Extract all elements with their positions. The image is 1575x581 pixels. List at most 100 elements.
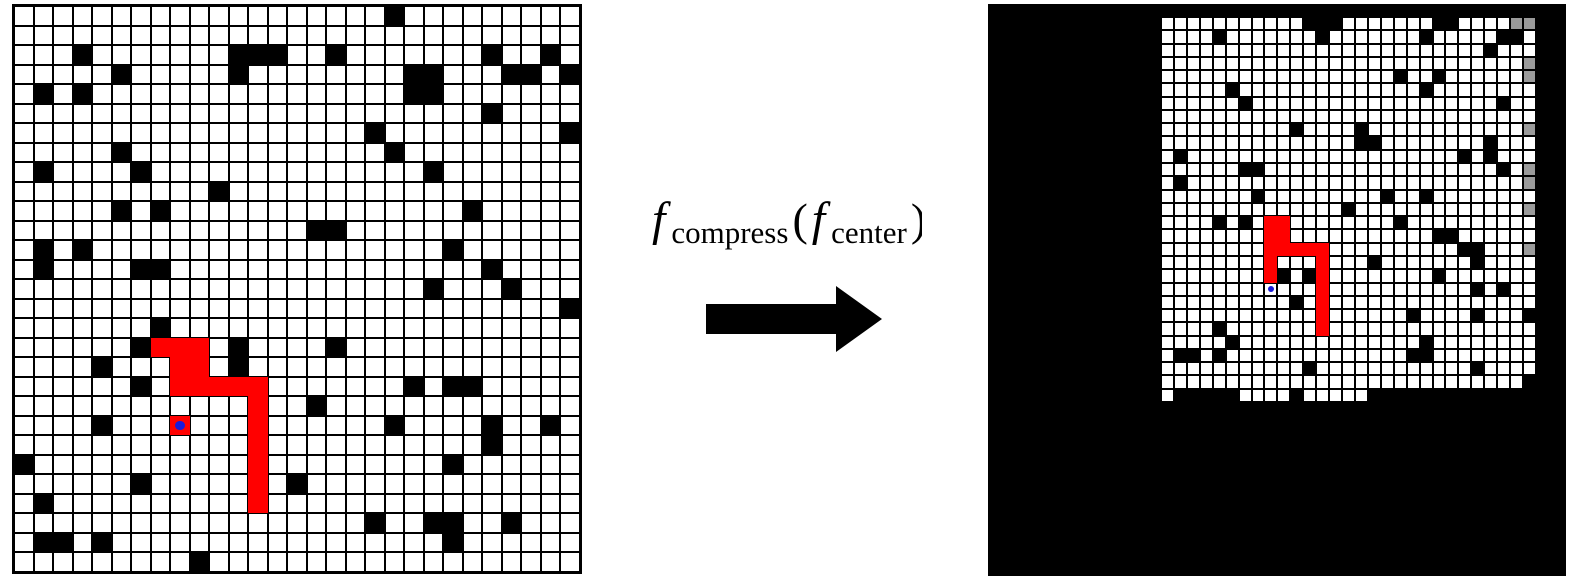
original-free-cell xyxy=(501,45,522,65)
compressed-free-cell xyxy=(1497,136,1511,150)
original-free-cell xyxy=(423,318,444,338)
original-free-cell xyxy=(287,513,307,533)
compressed-edge-cell xyxy=(1510,17,1524,31)
compressed-free-cell xyxy=(1199,348,1213,363)
compressed-free-cell xyxy=(1329,375,1343,389)
original-free-cell xyxy=(131,64,151,85)
original-free-cell xyxy=(287,376,307,397)
original-free-cell xyxy=(267,337,288,358)
compressed-free-cell xyxy=(1264,109,1278,124)
compressed-free-cell xyxy=(1342,70,1355,84)
compressed-free-cell xyxy=(1471,269,1485,283)
compressed-free-cell xyxy=(1161,348,1174,363)
compressed-free-cell xyxy=(1354,17,1368,31)
original-free-cell xyxy=(423,220,444,241)
compressed-edge-cell xyxy=(1523,123,1536,137)
original-free-cell xyxy=(287,6,307,26)
compressed-free-cell xyxy=(1354,70,1368,84)
original-obstacle-cell xyxy=(92,415,112,436)
compressed-free-cell xyxy=(1445,202,1459,217)
compressed-free-cell xyxy=(1329,388,1343,402)
original-obstacle-cell xyxy=(423,513,444,533)
compressed-free-cell xyxy=(1510,375,1524,389)
original-free-cell xyxy=(33,337,54,358)
compressed-free-cell xyxy=(1419,176,1433,190)
compressed-free-cell xyxy=(1354,335,1368,349)
compressed-free-cell xyxy=(1419,269,1433,283)
compressed-free-cell xyxy=(1458,189,1472,203)
original-free-cell xyxy=(462,240,483,260)
original-free-cell xyxy=(306,318,327,338)
original-free-cell xyxy=(111,25,132,46)
original-free-cell xyxy=(365,454,385,475)
original-free-cell xyxy=(521,142,541,163)
compressed-free-cell xyxy=(1342,335,1355,349)
compressed-edge-cell xyxy=(1523,56,1536,71)
compressed-free-cell xyxy=(1432,30,1446,44)
compressed-free-cell xyxy=(1419,163,1433,177)
original-free-cell xyxy=(482,64,502,85)
compressed-free-cell xyxy=(1225,375,1239,389)
compressed-free-cell xyxy=(1173,96,1187,110)
compressed-free-cell xyxy=(1367,322,1381,336)
compressed-free-cell xyxy=(1238,322,1252,336)
original-free-cell xyxy=(267,474,288,494)
compressed-free-cell xyxy=(1458,30,1472,44)
compressed-free-cell xyxy=(1484,335,1498,349)
compressed-free-cell xyxy=(1419,149,1433,164)
original-free-cell xyxy=(443,318,463,338)
original-free-cell xyxy=(443,103,463,124)
compressed-obstacle-cell xyxy=(1393,216,1407,230)
original-free-cell xyxy=(14,396,34,416)
compressed-free-cell xyxy=(1406,375,1420,389)
original-free-cell xyxy=(33,64,54,85)
compressed-free-cell xyxy=(1329,96,1343,110)
original-free-cell xyxy=(521,532,541,553)
compressed-free-cell xyxy=(1471,335,1485,349)
original-free-cell xyxy=(53,279,73,299)
compressed-obstacle-cell xyxy=(1212,388,1226,402)
original-free-cell xyxy=(423,532,444,553)
original-free-cell xyxy=(540,337,561,358)
original-free-cell xyxy=(501,532,522,553)
original-path-cell xyxy=(248,396,268,416)
compressed-free-cell xyxy=(1212,189,1226,203)
original-free-cell xyxy=(228,552,249,572)
original-free-cell xyxy=(443,415,463,436)
compressed-free-cell xyxy=(1303,123,1317,137)
original-free-cell xyxy=(72,513,93,533)
original-free-cell xyxy=(72,103,93,124)
original-free-cell xyxy=(404,396,424,416)
original-path-cell xyxy=(150,337,171,358)
compressed-free-cell xyxy=(1432,295,1446,310)
original-free-cell xyxy=(189,220,210,241)
compressed-free-cell xyxy=(1199,229,1213,243)
compressed-free-cell xyxy=(1316,362,1330,376)
compressed-free-cell xyxy=(1212,295,1226,310)
compressed-free-cell xyxy=(1380,109,1394,124)
compressed-free-cell xyxy=(1251,269,1265,283)
compressed-free-cell xyxy=(1329,123,1343,137)
original-free-cell xyxy=(170,532,190,553)
compressed-free-cell xyxy=(1251,70,1265,84)
compressed-free-cell xyxy=(1445,109,1459,124)
compressed-free-cell xyxy=(1303,282,1317,296)
original-free-cell xyxy=(111,435,132,455)
compressed-obstacle-cell xyxy=(1277,269,1291,283)
compressed-free-cell xyxy=(1173,216,1187,230)
original-free-cell xyxy=(170,435,190,455)
original-free-cell xyxy=(345,64,366,85)
original-free-cell xyxy=(384,376,405,397)
compressed-obstacle-cell xyxy=(1380,388,1394,402)
compressed-free-cell xyxy=(1212,309,1226,323)
original-free-cell xyxy=(462,454,483,475)
original-obstacle-cell xyxy=(443,376,463,397)
compressed-free-cell xyxy=(1471,136,1485,150)
compressed-free-cell xyxy=(1329,109,1343,124)
compressed-free-cell xyxy=(1393,83,1407,97)
original-free-cell xyxy=(423,103,444,124)
compressed-free-cell xyxy=(1445,30,1459,44)
original-free-cell xyxy=(501,376,522,397)
original-free-cell xyxy=(326,454,346,475)
original-free-cell xyxy=(404,298,424,319)
